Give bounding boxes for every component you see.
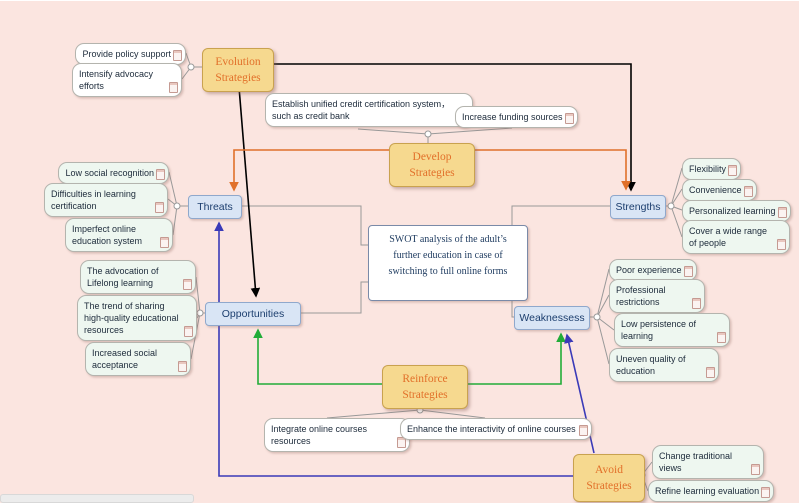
leaf-provide-policy-support[interactable]: Provide policy support — [75, 43, 186, 65]
leaf-text: Professional restrictions — [616, 285, 666, 307]
leaf-text: Uneven quality of education — [616, 354, 686, 376]
link-reinforce-to-weaknesses — [458, 332, 566, 385]
link-evolution-to-opportunities — [238, 86, 261, 298]
leaf-refine-evaluation[interactable]: Refine learning evaluation — [648, 480, 775, 502]
leaf-text: Poor experience — [616, 265, 682, 275]
leaf-text: Integrate online courses resources — [271, 424, 368, 446]
link-reinforce-to-opportunities — [253, 328, 382, 385]
leaf-text: Establish unified credit certification s… — [272, 99, 451, 121]
note-icon[interactable] — [683, 266, 693, 277]
leaf-text: Change traditional views — [659, 451, 733, 473]
link-develop-to-threats — [229, 149, 389, 192]
leaf-flexibility[interactable]: Flexibility — [682, 158, 742, 180]
leaf-wide-range-people[interactable]: Cover a wide range of people — [682, 220, 790, 254]
leaf-personalized-learning[interactable]: Personalized learning — [682, 200, 791, 222]
node-threats-label: Threats — [197, 201, 233, 213]
strategy-avoid[interactable]: Avoid Strategies — [573, 454, 645, 502]
note-icon[interactable] — [777, 239, 786, 250]
leaf-text: Enhance the interactivity of online cour… — [407, 424, 576, 434]
leaf-increase-funding[interactable]: Increase funding sources — [455, 106, 578, 128]
strategy-develop[interactable]: Develop Strategies — [389, 143, 475, 187]
leaf-convenience[interactable]: Convenience — [682, 179, 757, 201]
strategy-evolution[interactable]: Evolution Strategies — [202, 48, 274, 92]
note-icon[interactable] — [743, 186, 753, 197]
note-icon[interactable] — [155, 202, 164, 213]
leaf-text: Increase funding sources — [462, 112, 563, 122]
leaf-text: Low social recognition — [65, 168, 154, 178]
node-strengths-label: Strengths — [615, 201, 661, 213]
note-icon[interactable] — [160, 237, 169, 248]
note-icon[interactable] — [178, 361, 187, 372]
leaf-lifelong-learning[interactable]: The advocation of Lifelong learning — [80, 260, 196, 294]
strategy-reinforce[interactable]: Reinforce Strategies — [382, 365, 468, 409]
link-develop-to-strengths — [465, 149, 631, 191]
node-strengths[interactable]: Strengths — [610, 195, 666, 219]
note-icon[interactable] — [761, 487, 771, 498]
central-topic[interactable]: SWOT analysis of the adult’s further edu… — [368, 225, 528, 301]
strategy-avoid-label: Avoid Strategies — [586, 464, 632, 492]
leaf-text: Low persistence of learning — [621, 319, 697, 341]
note-icon[interactable] — [717, 332, 726, 343]
leaf-professional-restrictions[interactable]: Professional restrictions — [609, 279, 705, 313]
leaf-low-persistence[interactable]: Low persistence of learning — [614, 313, 730, 347]
note-icon[interactable] — [156, 169, 165, 180]
leaf-poor-experience[interactable]: Poor experience — [609, 259, 697, 281]
leaf-text: Provide policy support — [82, 49, 171, 59]
leaf-change-views[interactable]: Change traditional views — [652, 445, 764, 479]
leaf-imperfect-system[interactable]: Imperfect online education system — [65, 218, 173, 252]
leaf-difficulties-certification[interactable]: Difficulties in learning certification — [44, 183, 168, 217]
note-icon[interactable] — [751, 464, 760, 475]
leaf-sharing-resources[interactable]: The trend of sharing high-quality educat… — [77, 295, 197, 341]
leaf-text: The advocation of Lifelong learning — [87, 266, 159, 288]
node-weaknesses[interactable]: Weaknessess — [514, 306, 590, 330]
leaf-uneven-quality[interactable]: Uneven quality of education — [609, 348, 719, 382]
note-icon[interactable] — [692, 298, 701, 309]
note-icon[interactable] — [728, 165, 738, 176]
leaf-social-acceptance[interactable]: Increased social acceptance — [85, 342, 191, 376]
note-icon[interactable] — [173, 50, 182, 61]
leaf-establish-credit-system[interactable]: Establish unified credit certification s… — [265, 93, 473, 127]
node-weaknesses-label: Weaknessess — [519, 312, 585, 324]
strategy-evolution-label: Evolution Strategies — [215, 56, 261, 84]
leaf-text: Difficulties in learning certification — [51, 189, 136, 211]
leaf-text: Increased social acceptance — [92, 348, 158, 370]
note-icon[interactable] — [706, 367, 715, 378]
leaf-integrate-courses[interactable]: Integrate online courses resources — [264, 418, 410, 452]
link-evolution-to-strengths — [263, 63, 636, 192]
leaf-enhance-interactivity[interactable]: Enhance the interactivity of online cour… — [400, 418, 592, 440]
note-icon[interactable] — [397, 437, 406, 448]
leaf-text: Cover a wide range of people — [689, 226, 768, 248]
leaf-text: Flexibility — [689, 164, 727, 174]
leaf-low-social-recognition[interactable]: Low social recognition — [58, 162, 169, 184]
leaf-intensify-advocacy[interactable]: Intensify advocacy efforts — [72, 63, 182, 97]
branch-hubs — [173, 63, 675, 479]
node-opportunities-label: Opportunities — [221, 308, 285, 320]
note-icon[interactable] — [777, 207, 787, 218]
leaf-text: Intensify advocacy efforts — [79, 69, 154, 91]
leaf-text: Personalized learning — [689, 206, 776, 216]
note-icon[interactable] — [169, 82, 178, 93]
leaf-text: The trend of sharing high-quality educat… — [84, 301, 179, 335]
node-threats[interactable]: Threats — [188, 195, 242, 219]
note-icon[interactable] — [564, 113, 574, 124]
leaf-text: Convenience — [689, 185, 742, 195]
note-icon[interactable] — [184, 326, 193, 337]
strategy-develop-label: Develop Strategies — [409, 151, 455, 179]
node-opportunities[interactable]: Opportunities — [205, 302, 301, 326]
note-icon[interactable] — [183, 279, 192, 290]
leaf-text: Imperfect online education system — [72, 224, 143, 246]
note-icon[interactable] — [579, 425, 588, 436]
strategy-reinforce-label: Reinforce Strategies — [402, 373, 448, 401]
leaf-text: Refine learning evaluation — [655, 486, 760, 496]
